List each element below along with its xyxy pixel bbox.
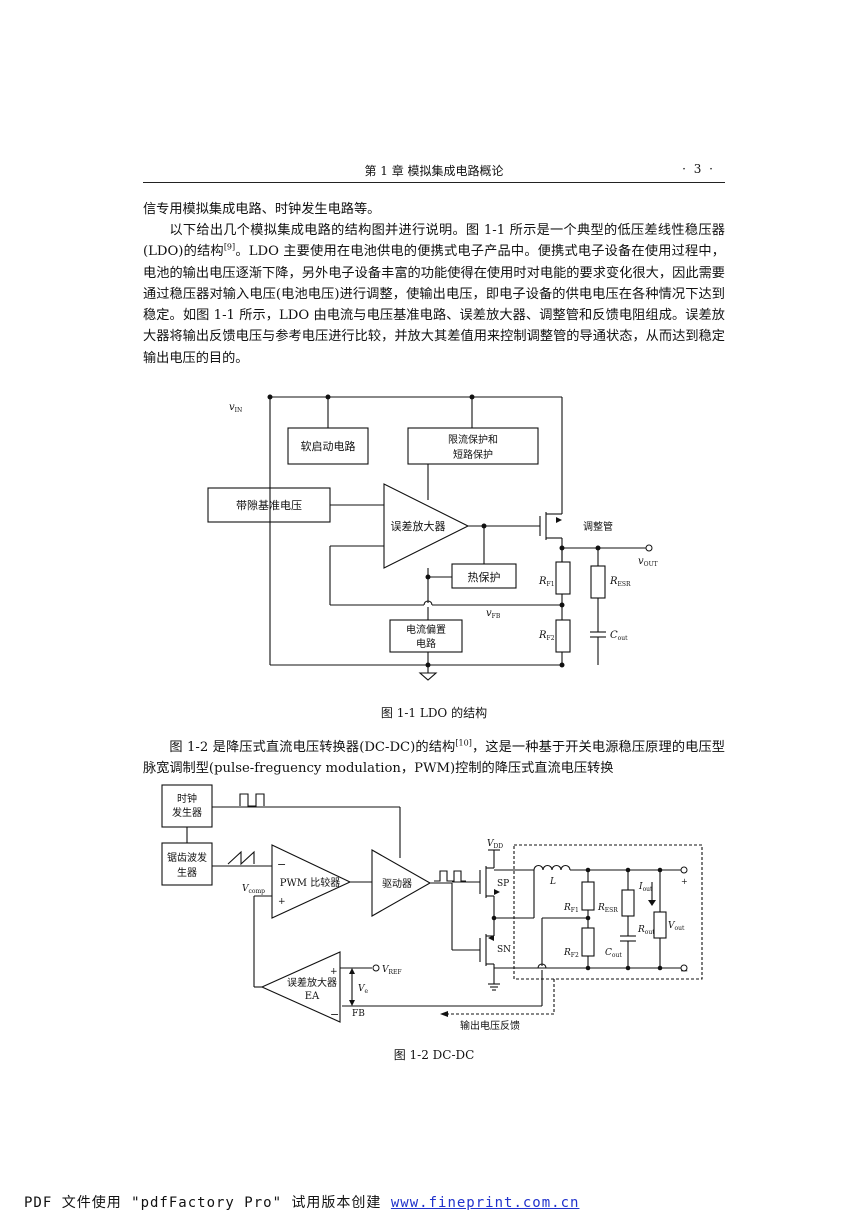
reference-9: [9]: [223, 242, 236, 252]
clock-label-1: 时钟: [177, 792, 197, 805]
vcomp-label: Vcomp: [242, 884, 265, 895]
figure-1-caption: 图 1-1 LDO 的结构: [380, 706, 488, 720]
current-limit-label-2: 短路保护: [453, 448, 493, 461]
paragraph-3-text-a: 图 1-2 是降压式直流电压转换器(DC-DC)的结构: [169, 740, 456, 755]
error-amplifier-triangle: [260, 951, 341, 1023]
rf2-label: RF2: [563, 948, 579, 959]
resr-label: RESR: [609, 576, 631, 588]
bandgap-label: 带隙基准电压: [236, 498, 302, 512]
pdf-footer: PDF 文件使用 "pdfFactory Pro" 试用版本创建 www.fin…: [24, 1192, 579, 1212]
paragraph-3: 图 1-2 是降压式直流电压转换器(DC-DC)的结构[10]，这是一种基于开关…: [143, 737, 725, 780]
resr-resistor: [621, 889, 635, 917]
cout-label: Cout: [605, 948, 622, 959]
bias-box: [389, 619, 463, 653]
fb-label: FB: [352, 1009, 365, 1019]
bias-label-2: 电路: [416, 637, 436, 650]
soft-start-label: 软启动电路: [301, 439, 356, 453]
rf1-resistor: [555, 561, 571, 595]
rf1-label: RF1: [563, 903, 579, 914]
footer-text: PDF 文件使用 "pdfFactory Pro" 试用版本创建: [24, 1195, 391, 1211]
page-number: · 3 ·: [682, 162, 715, 176]
bias-label-1: 电流偏置: [406, 623, 446, 636]
sp-label: SP: [497, 879, 509, 889]
paragraph-2-text-b: 。LDO 主要使用在电池供电的便携式电子产品中。便携式电子设备在使用过程中，电池…: [143, 244, 725, 366]
footer-link[interactable]: www.fineprint.com.cn: [390, 1195, 580, 1211]
vdd-label: VDD: [487, 839, 503, 850]
ea-plus-label: +: [330, 967, 338, 977]
paragraph-2: 以下给出几个模拟集成电路的结构图并进行说明。图 1-1 所示是一个典型的低压差线…: [143, 220, 725, 369]
ea-minus-label: −: [330, 1008, 339, 1021]
cout-label: Cout: [610, 630, 628, 642]
rf2-resistor: [555, 619, 571, 653]
pwm-plus-label: +: [278, 897, 286, 907]
iout-label: Iout: [638, 882, 653, 893]
pass-transistor-label: 调整管: [583, 520, 613, 533]
vout-label: vOUT: [638, 556, 658, 568]
paragraph-1: 信专用模拟集成电路、时钟发生电路等。: [143, 202, 381, 217]
thermal-label: 热保护: [468, 570, 501, 584]
error-amp-label: 误差放大器: [391, 519, 446, 533]
paragraph-3-text-b: ，这是一种基于开关电源稳压原理的电压型脉宽调制型(pulse-freguency…: [143, 740, 725, 777]
current-limit-box: [407, 427, 539, 465]
ea-label-1: 误差放大器: [287, 976, 337, 989]
paragraph-2-text-a: 以下给出几个模拟集成电路的结构图并进行说明。图 1-1 所示是一个典型的低压差线…: [143, 223, 725, 260]
feedback-label: 输出电压反馈: [460, 1019, 520, 1032]
soft-start-box: [287, 427, 369, 465]
saw-box: [161, 842, 213, 886]
rf2-label: RF2: [538, 630, 555, 642]
saw-label-2: 生器: [177, 866, 197, 879]
inductor-label: L: [549, 877, 556, 887]
pwm-label: PWM 比较器: [280, 876, 340, 889]
vref-label: VREF: [382, 965, 402, 976]
figure-2-caption: 图 1-2 DC-DC: [393, 1048, 475, 1062]
pwm-minus-label: −: [277, 858, 286, 871]
clock-box: [161, 784, 213, 828]
output-stage-box: [513, 844, 703, 980]
vin-label: vIN: [229, 402, 242, 414]
running-head: 第 1 章 模拟集成电路概论 · 3 ·: [143, 160, 725, 183]
rout-resistor: [653, 911, 667, 939]
thermal-box: [451, 563, 517, 589]
resr-label: RESR: [597, 903, 618, 914]
error-amplifier-triangle: [383, 483, 470, 569]
rout-label: Rout: [637, 925, 655, 936]
ve-label: Ve: [358, 984, 369, 995]
vout-plus-label: +: [681, 877, 688, 886]
saw-label-1: 锯齿波发: [167, 851, 207, 864]
pwm-comparator-triangle: [271, 844, 352, 919]
inductor-coil: [533, 864, 571, 871]
sn-label: SN: [497, 945, 511, 955]
rf1-label: RF1: [538, 576, 555, 588]
current-limit-label-1: 限流保护和: [448, 433, 498, 446]
ea-label-2: EA: [305, 991, 320, 1002]
chapter-title: 第 1 章 模拟集成电路概论: [364, 164, 504, 178]
reference-10: [10]: [455, 738, 472, 748]
driver-label: 驱动器: [382, 878, 412, 890]
rf2-resistor: [581, 927, 595, 957]
vout-label: Vout: [668, 921, 685, 932]
rf1-resistor: [581, 881, 595, 911]
vfb-label: vFB: [486, 608, 501, 620]
driver-triangle: [371, 849, 432, 917]
vout-minus-label: −: [680, 966, 688, 977]
clock-label-2: 发生器: [172, 806, 202, 819]
